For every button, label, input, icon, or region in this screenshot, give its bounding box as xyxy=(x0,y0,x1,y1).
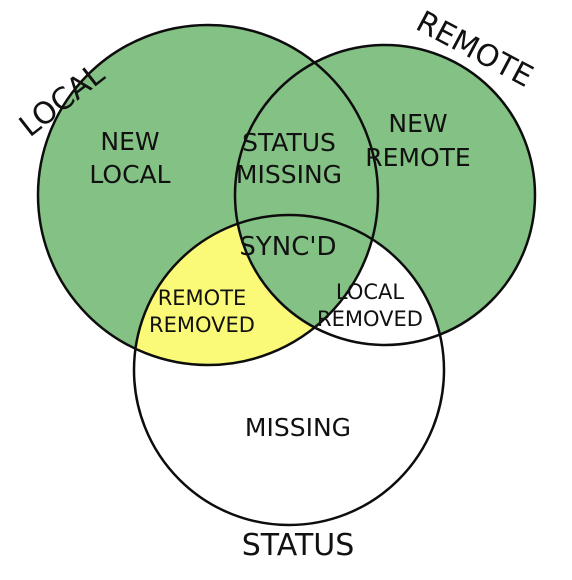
remote-removed-label-line1: REMOTE xyxy=(158,286,247,310)
status-circle-outline xyxy=(132,213,446,527)
remote-circle-outline xyxy=(233,43,537,347)
new-remote-label-line1: NEW xyxy=(388,109,447,138)
status-missing-label-line2: MISSING xyxy=(236,160,342,189)
new-local-label-line1: NEW xyxy=(100,127,159,156)
new-local-label-line2: LOCAL xyxy=(89,160,170,189)
local-circle-outline xyxy=(36,23,380,367)
missing-label: MISSING xyxy=(245,413,351,442)
status-set-label: STATUS xyxy=(242,528,355,563)
status-missing-label-line1: STATUS xyxy=(242,128,336,157)
synced-label: SYNC'D xyxy=(239,232,336,262)
local-removed-label-line2: REMOVED xyxy=(317,307,423,331)
new-remote-label-line2: REMOTE xyxy=(365,143,470,172)
local-removed-label-line1: LOCAL xyxy=(336,280,405,304)
remote-removed-label-line2: REMOVED xyxy=(149,313,255,337)
